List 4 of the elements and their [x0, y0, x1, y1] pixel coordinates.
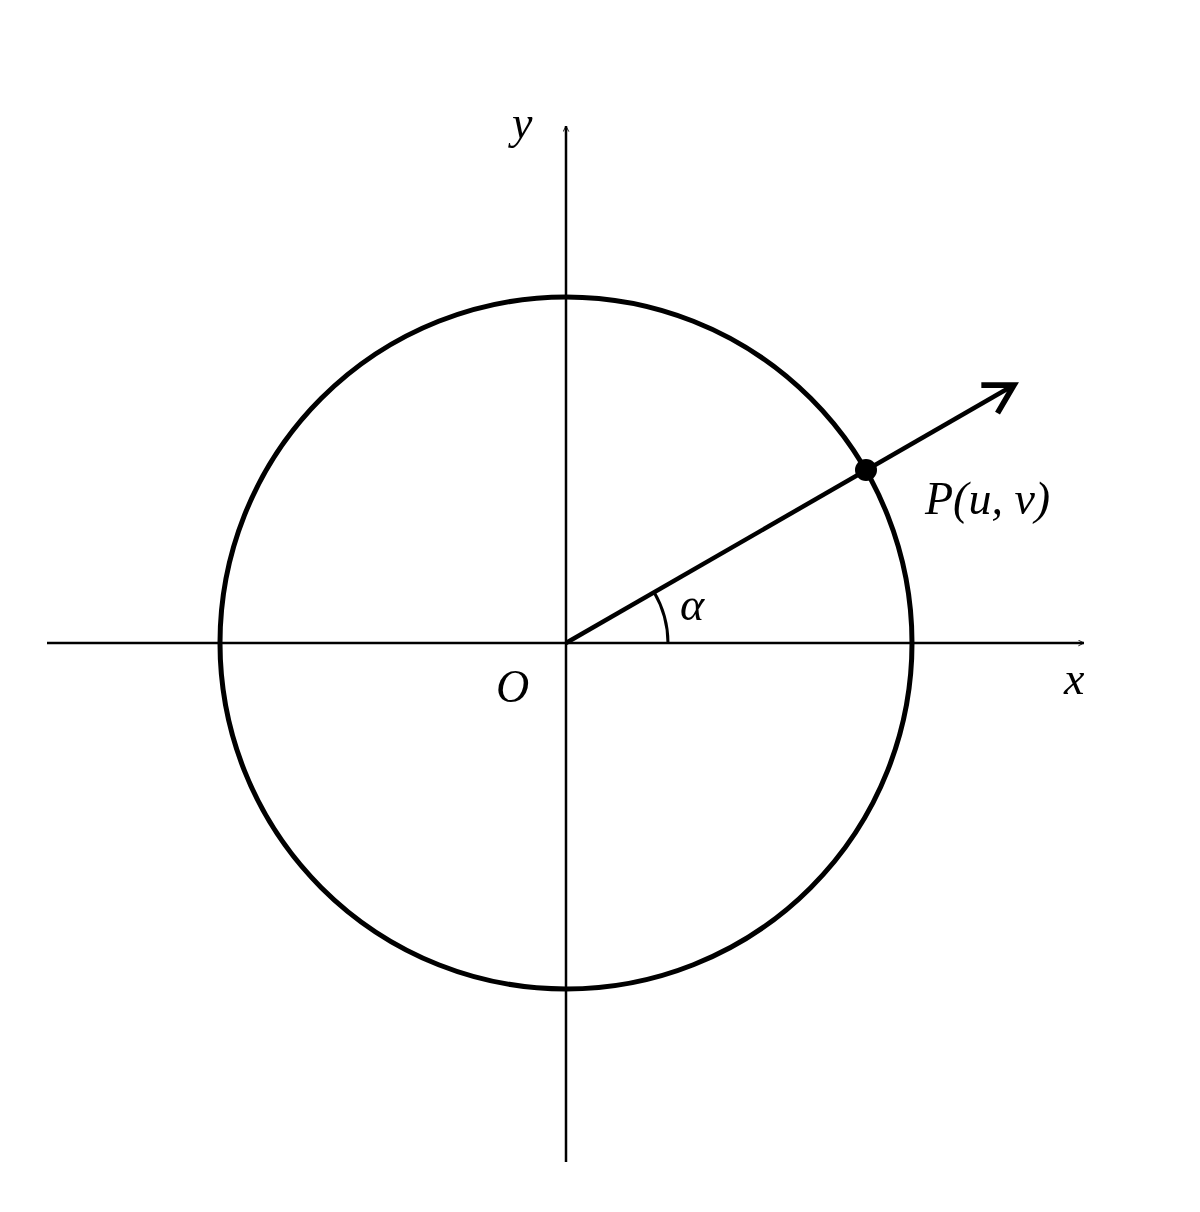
axis-label: x [1064, 656, 1085, 702]
point-label: P(u, v) [925, 476, 1051, 522]
angle-label: α [680, 582, 705, 628]
origin-label: O [496, 664, 530, 710]
